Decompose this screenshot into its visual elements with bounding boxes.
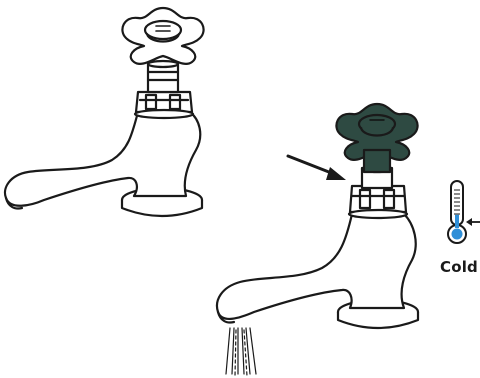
thermometer-icon [447, 180, 480, 244]
left-tap [3, 6, 205, 218]
water-stream-icon [225, 327, 257, 377]
right-tap-collar [348, 184, 408, 214]
cold-label: Cold [440, 258, 478, 276]
right-tap [215, 102, 420, 330]
left-tap-body [3, 110, 202, 207]
right-tap-body [215, 212, 417, 320]
turn-arrow-icon [286, 154, 346, 180]
left-tap-spindle [146, 62, 180, 94]
thermometer-bulb [451, 228, 463, 240]
right-tap-handle [335, 102, 419, 174]
left-tap-handle [121, 6, 205, 65]
thermometer-level [455, 214, 459, 228]
